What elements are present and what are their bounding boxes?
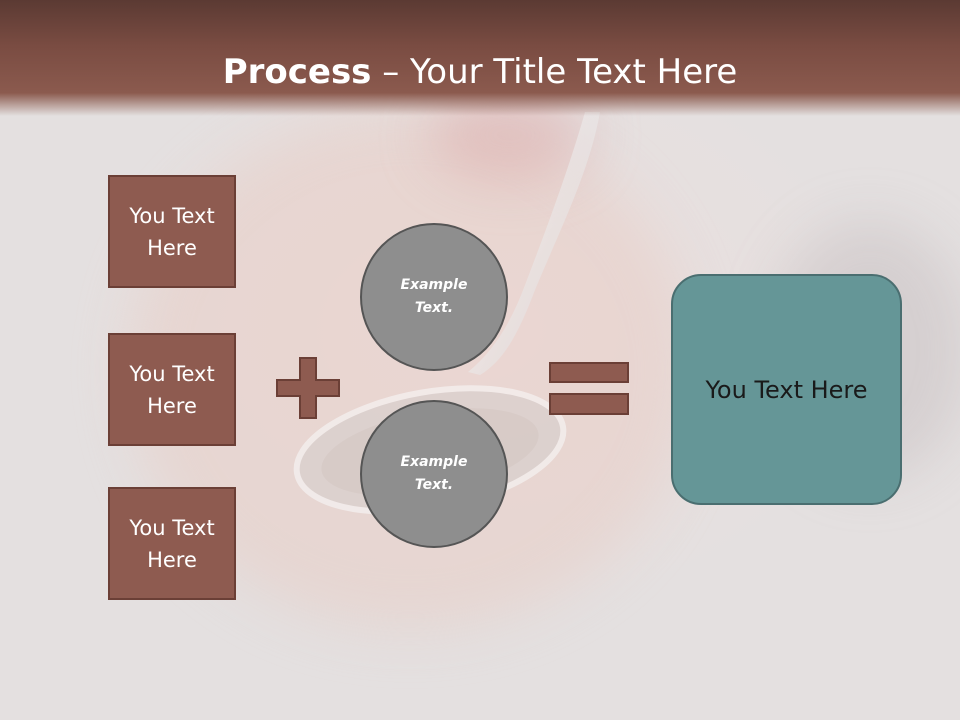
text-box-1-line2: Here xyxy=(147,235,197,260)
example-circle-1: Example Text. xyxy=(360,223,508,371)
text-box-2-line1: You Text xyxy=(129,361,215,386)
result-box: You Text Here xyxy=(671,274,902,505)
title-bar xyxy=(0,0,960,116)
text-box-1-line1: You Text xyxy=(129,203,215,228)
text-box-3-line2: Here xyxy=(147,547,197,572)
plus-icon xyxy=(276,357,340,419)
text-box-2-line2: Here xyxy=(147,393,197,418)
example-circle-2: Example Text. xyxy=(360,400,508,548)
title-rest: – Your Title Text Here xyxy=(371,52,738,92)
page-title: Process – Your Title Text Here xyxy=(0,52,960,92)
title-bold: Process xyxy=(222,52,372,92)
text-box-3-line1: You Text xyxy=(129,515,215,540)
equals-icon xyxy=(549,362,629,415)
